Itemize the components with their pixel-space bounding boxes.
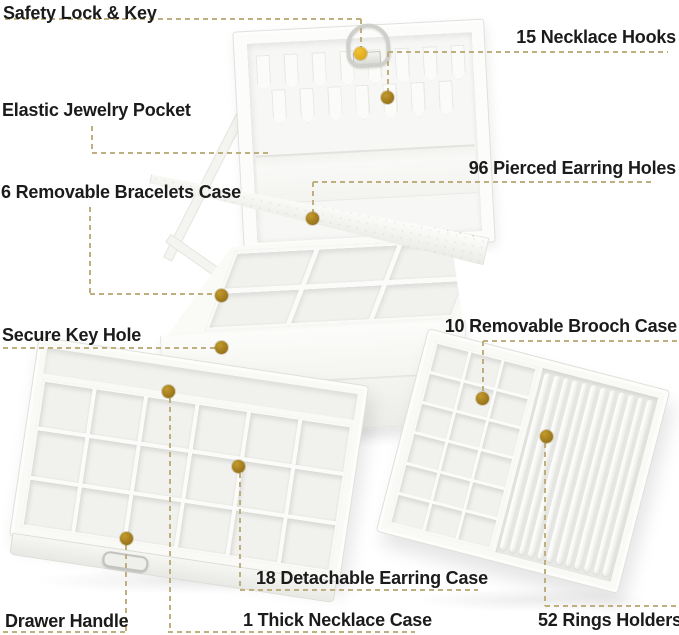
brooch-compartment: [425, 503, 463, 539]
marker-earring-case: [232, 460, 245, 473]
necklace-hook: [438, 80, 454, 116]
earring-compartment: [236, 461, 292, 514]
marker-necklace-hooks: [381, 91, 394, 104]
brooch-compartment: [430, 343, 469, 380]
label-detachable-earring-case: 18 Detachable Earring Case: [256, 568, 488, 588]
brooch-compartment: [474, 451, 513, 488]
bracelet-compartment: [374, 281, 464, 319]
necklace-hook: [311, 52, 327, 88]
brooch-compartment: [458, 512, 497, 548]
earring-compartment: [31, 430, 86, 483]
brooch-compartment: [489, 391, 528, 427]
necklace-hook: [256, 55, 272, 91]
connector-earring-case: [240, 589, 478, 591]
label-removable-bracelets-case: 6 Removable Bracelets Case: [1, 182, 241, 202]
label-pierced-earring-holes: 96 Pierced Earring Holes: [468, 158, 677, 178]
label-rings-holders: 52 Rings Holders: [538, 610, 679, 630]
marker-secure-key-hole: [215, 341, 228, 354]
brooch-compartment: [407, 434, 445, 470]
earring-compartment: [38, 381, 93, 434]
brooch-compartment: [422, 374, 461, 410]
connector-necklace-case: [168, 631, 415, 633]
connector-necklace-hooks: [388, 51, 668, 53]
brooch-compartment: [399, 464, 438, 500]
marker-safety-lock: [354, 47, 367, 60]
label-removable-brooch-case: 10 Removable Brooch Case: [444, 316, 677, 336]
marker-earring-holes: [306, 212, 319, 225]
earring-compartment: [178, 502, 233, 555]
connector-necklace-case: [169, 398, 171, 632]
earring-compartment: [295, 420, 350, 473]
safety-lock-clasp: [345, 22, 392, 69]
bracelet-compartment: [307, 246, 397, 284]
marker-necklace-case: [162, 385, 175, 398]
brooch-compartment: [466, 481, 505, 518]
label-secure-key-hole: Secure Key Hole: [2, 325, 142, 345]
brooch-compartment: [448, 412, 487, 449]
connector-safety-lock: [360, 19, 362, 47]
marker-bracelets-case: [215, 289, 228, 302]
label-elastic-jewelry-pocket: Elastic Jewelry Pocket: [2, 100, 191, 120]
connector-necklace-hooks: [387, 52, 389, 91]
connector-safety-lock: [5, 18, 362, 20]
necklace-hook: [355, 85, 371, 121]
connector-rings-holders: [545, 605, 678, 607]
necklace-hook: [299, 88, 315, 124]
connector-drawer-handle: [125, 545, 127, 632]
connector-earring-holes: [313, 181, 655, 183]
elastic-jewelry-pocket: [255, 144, 478, 205]
earring-compartment: [23, 479, 79, 532]
connector-earring-case: [239, 473, 241, 590]
brooch-compartment: [414, 404, 453, 440]
bracelet-compartment: [291, 285, 381, 323]
connector-rings-holders: [544, 443, 546, 606]
necklace-hook: [410, 82, 426, 118]
earring-compartment: [89, 389, 145, 442]
label-necklace-hooks: 15 Necklace Hooks: [516, 27, 676, 47]
connector-elastic-pocket: [92, 152, 270, 154]
earring-compartment: [82, 438, 137, 491]
connector-brooch-case: [483, 340, 677, 342]
connector-drawer-handle: [3, 631, 127, 633]
necklace-hook: [450, 45, 466, 81]
earring-compartment: [288, 469, 343, 522]
brooch-compartment: [432, 473, 471, 509]
bracelet-compartment: [224, 250, 314, 288]
necklace-hook: [271, 89, 287, 125]
label-safety-lock-key: Safety Lock & Key: [3, 3, 157, 23]
label-drawer-handle: Drawer Handle: [5, 611, 129, 631]
earring-compartment: [192, 404, 247, 457]
earring-compartment: [185, 453, 240, 506]
brooch-compartment: [440, 443, 479, 479]
earring-compartment: [75, 487, 130, 540]
marker-drawer-handle: [120, 532, 133, 545]
brooch-rings-tray: [375, 328, 671, 594]
marker-brooch-case: [476, 392, 489, 405]
connector-brooch-case: [482, 341, 484, 392]
brooch-compartment: [482, 421, 520, 457]
necklace-hook: [283, 53, 299, 89]
earring-compartment: [229, 510, 284, 563]
connector-bracelets-case: [89, 207, 91, 294]
brooch-compartment: [391, 494, 430, 530]
marker-rings-holders: [540, 430, 553, 443]
earring-compartment: [244, 412, 299, 465]
connector-elastic-pocket: [91, 126, 93, 153]
earring-compartment: [133, 446, 189, 498]
label-thick-necklace-case: 1 Thick Necklace Case: [243, 610, 432, 630]
connector-bracelets-case: [90, 293, 216, 295]
connector-earring-holes: [312, 182, 314, 212]
necklace-hook: [327, 86, 343, 122]
earring-compartment: [280, 517, 336, 570]
earring-compartment: [126, 494, 181, 547]
connector-secure-key-hole: [3, 347, 215, 349]
brooch-compartment: [497, 361, 536, 397]
